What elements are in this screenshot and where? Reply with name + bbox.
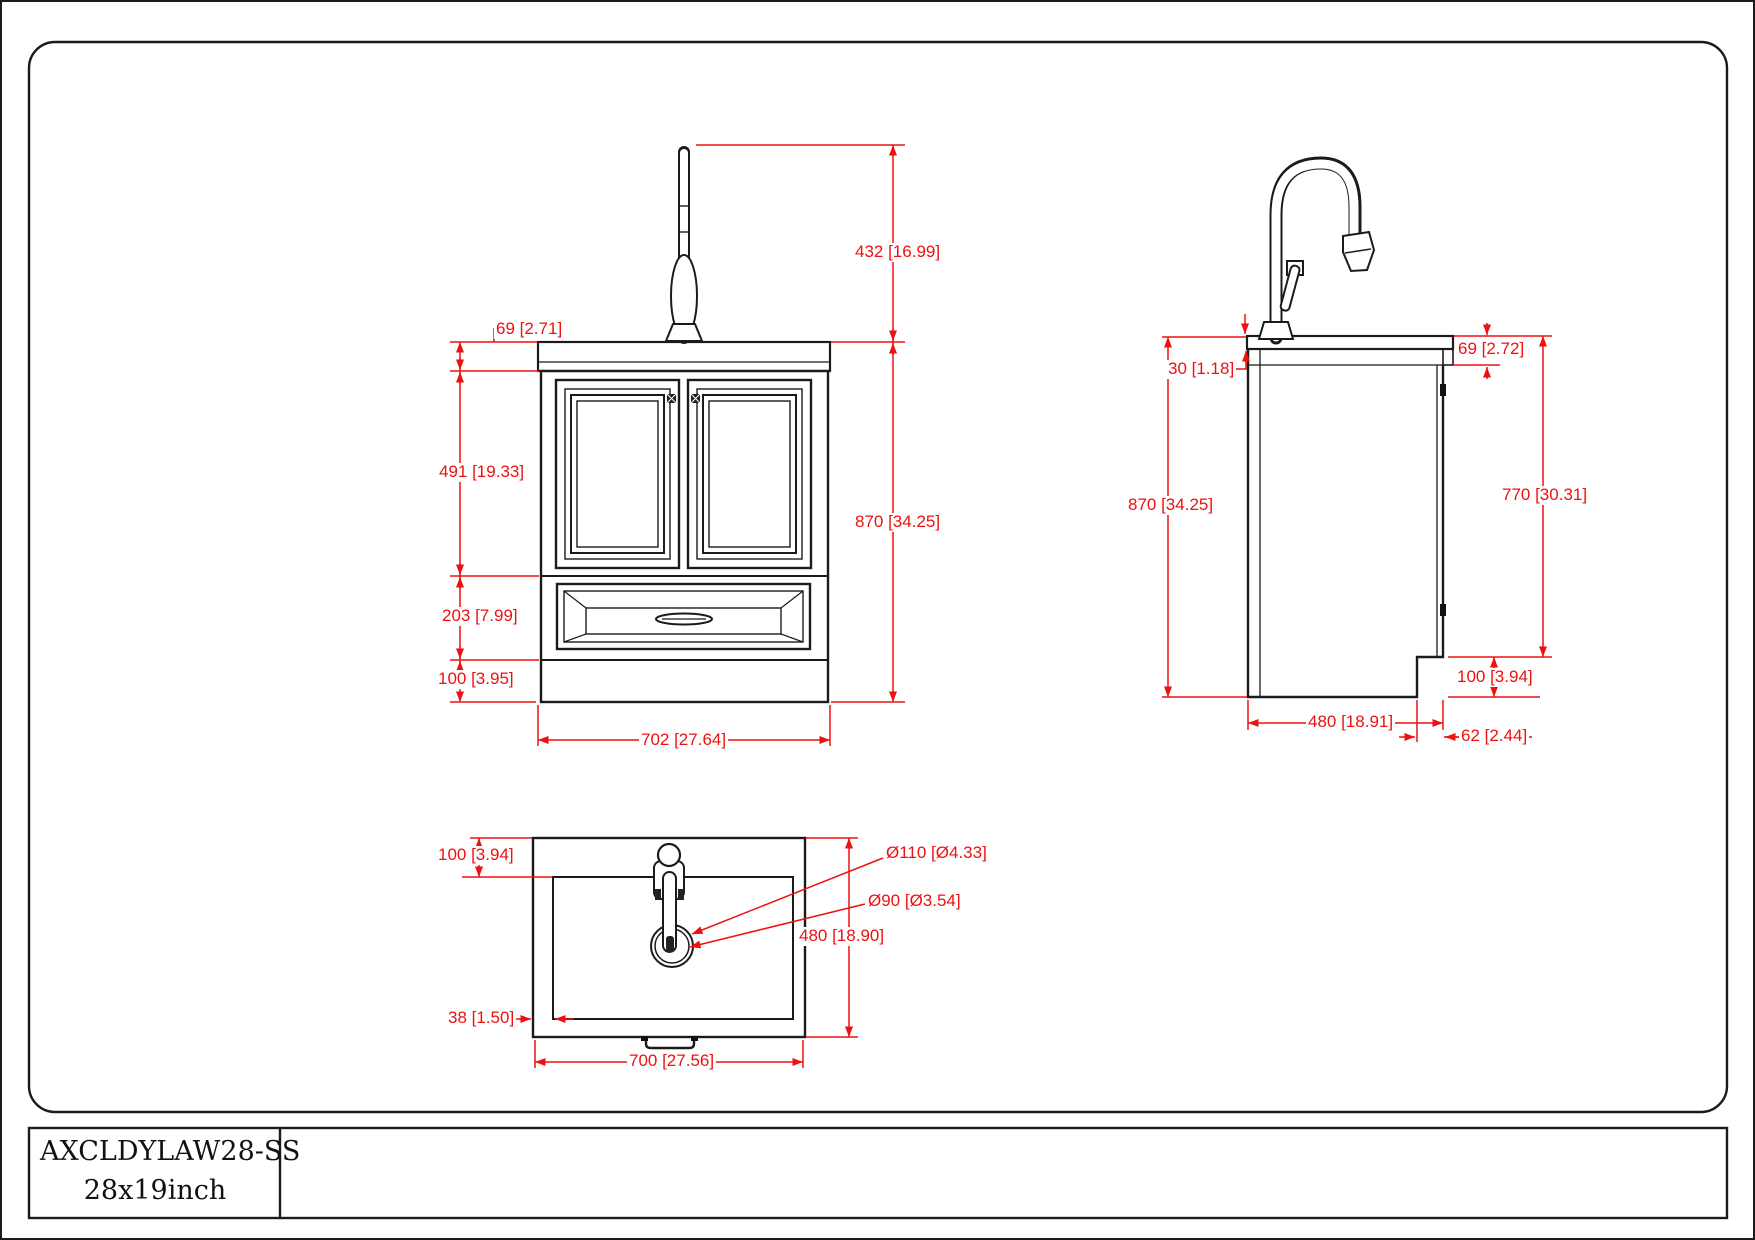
front-right-door xyxy=(686,378,813,570)
side-cabinet-outline xyxy=(1246,349,1445,699)
dim-top-depth: 480 [18.90] xyxy=(797,926,887,946)
drain-hole-leader xyxy=(689,903,866,949)
front-cabinet xyxy=(536,340,832,704)
dim-side-counter-slab: 30 [1.18] xyxy=(1166,359,1237,379)
faucet-handle xyxy=(1279,264,1301,312)
dim-front-base-height: 100 [3.95] xyxy=(436,669,516,689)
front-dimensions xyxy=(450,144,905,746)
side-view xyxy=(1162,156,1552,742)
dim-front-counter-height: 69 [2.71] xyxy=(494,319,565,339)
drawer-handle xyxy=(655,612,713,626)
dim-front-overall-height: 870 [34.25] xyxy=(853,512,943,532)
hinge-mark-bottom xyxy=(1440,604,1446,616)
dim-top-drain-hole: Ø90 [Ø3.54] xyxy=(866,891,963,911)
front-view xyxy=(450,144,905,746)
dim-side-base-height: 100 [3.94] xyxy=(1455,667,1535,687)
faucet-hole-leader xyxy=(691,857,884,935)
front-faucet xyxy=(664,146,704,344)
title-block-frame xyxy=(27,1126,1729,1220)
dim-top-rim-front: 100 [3.94] xyxy=(436,845,516,865)
dim-side-overall-height: 870 [34.25] xyxy=(1126,495,1216,515)
title-block-size: 28x19inch xyxy=(83,1175,227,1206)
dim-top-width: 700 [27.56] xyxy=(627,1051,717,1071)
front-countertop xyxy=(536,340,832,373)
dim-front-overall-width: 702 [27.64] xyxy=(639,730,729,750)
top-dimensions xyxy=(462,837,884,1068)
top-front-handle xyxy=(641,1036,698,1050)
dim-side-back-recess: 62 [2.44] xyxy=(1459,726,1530,746)
front-cabinet-body xyxy=(539,369,830,704)
top-view xyxy=(462,836,884,1068)
dim-top-rim-side: 38 [1.50] xyxy=(446,1008,517,1028)
side-cabinet xyxy=(1245,334,1455,699)
side-countertop xyxy=(1245,334,1455,351)
top-counter xyxy=(531,836,807,1050)
dim-side-counter-height: 69 [2.72] xyxy=(1456,339,1527,359)
title-block-model: AXCLDYLAW28-SS xyxy=(40,1136,301,1167)
dim-side-door-height: 770 [30.31] xyxy=(1500,485,1590,505)
dim-front-door-section: 491 [19.33] xyxy=(437,462,527,482)
dim-front-faucet-height: 432 [16.99] xyxy=(853,242,943,262)
door-knob-icons xyxy=(666,393,701,404)
front-left-door xyxy=(554,378,681,570)
dim-side-depth: 480 [18.91] xyxy=(1306,712,1396,732)
dim-top-faucet-hole: Ø110 [Ø4.33] xyxy=(884,843,989,863)
hinge-mark-top xyxy=(1440,384,1446,396)
side-faucet xyxy=(1257,156,1376,345)
top-faucet xyxy=(653,842,685,953)
dim-front-drawer-section: 203 [7.99] xyxy=(440,606,520,626)
front-drawer xyxy=(555,582,812,651)
